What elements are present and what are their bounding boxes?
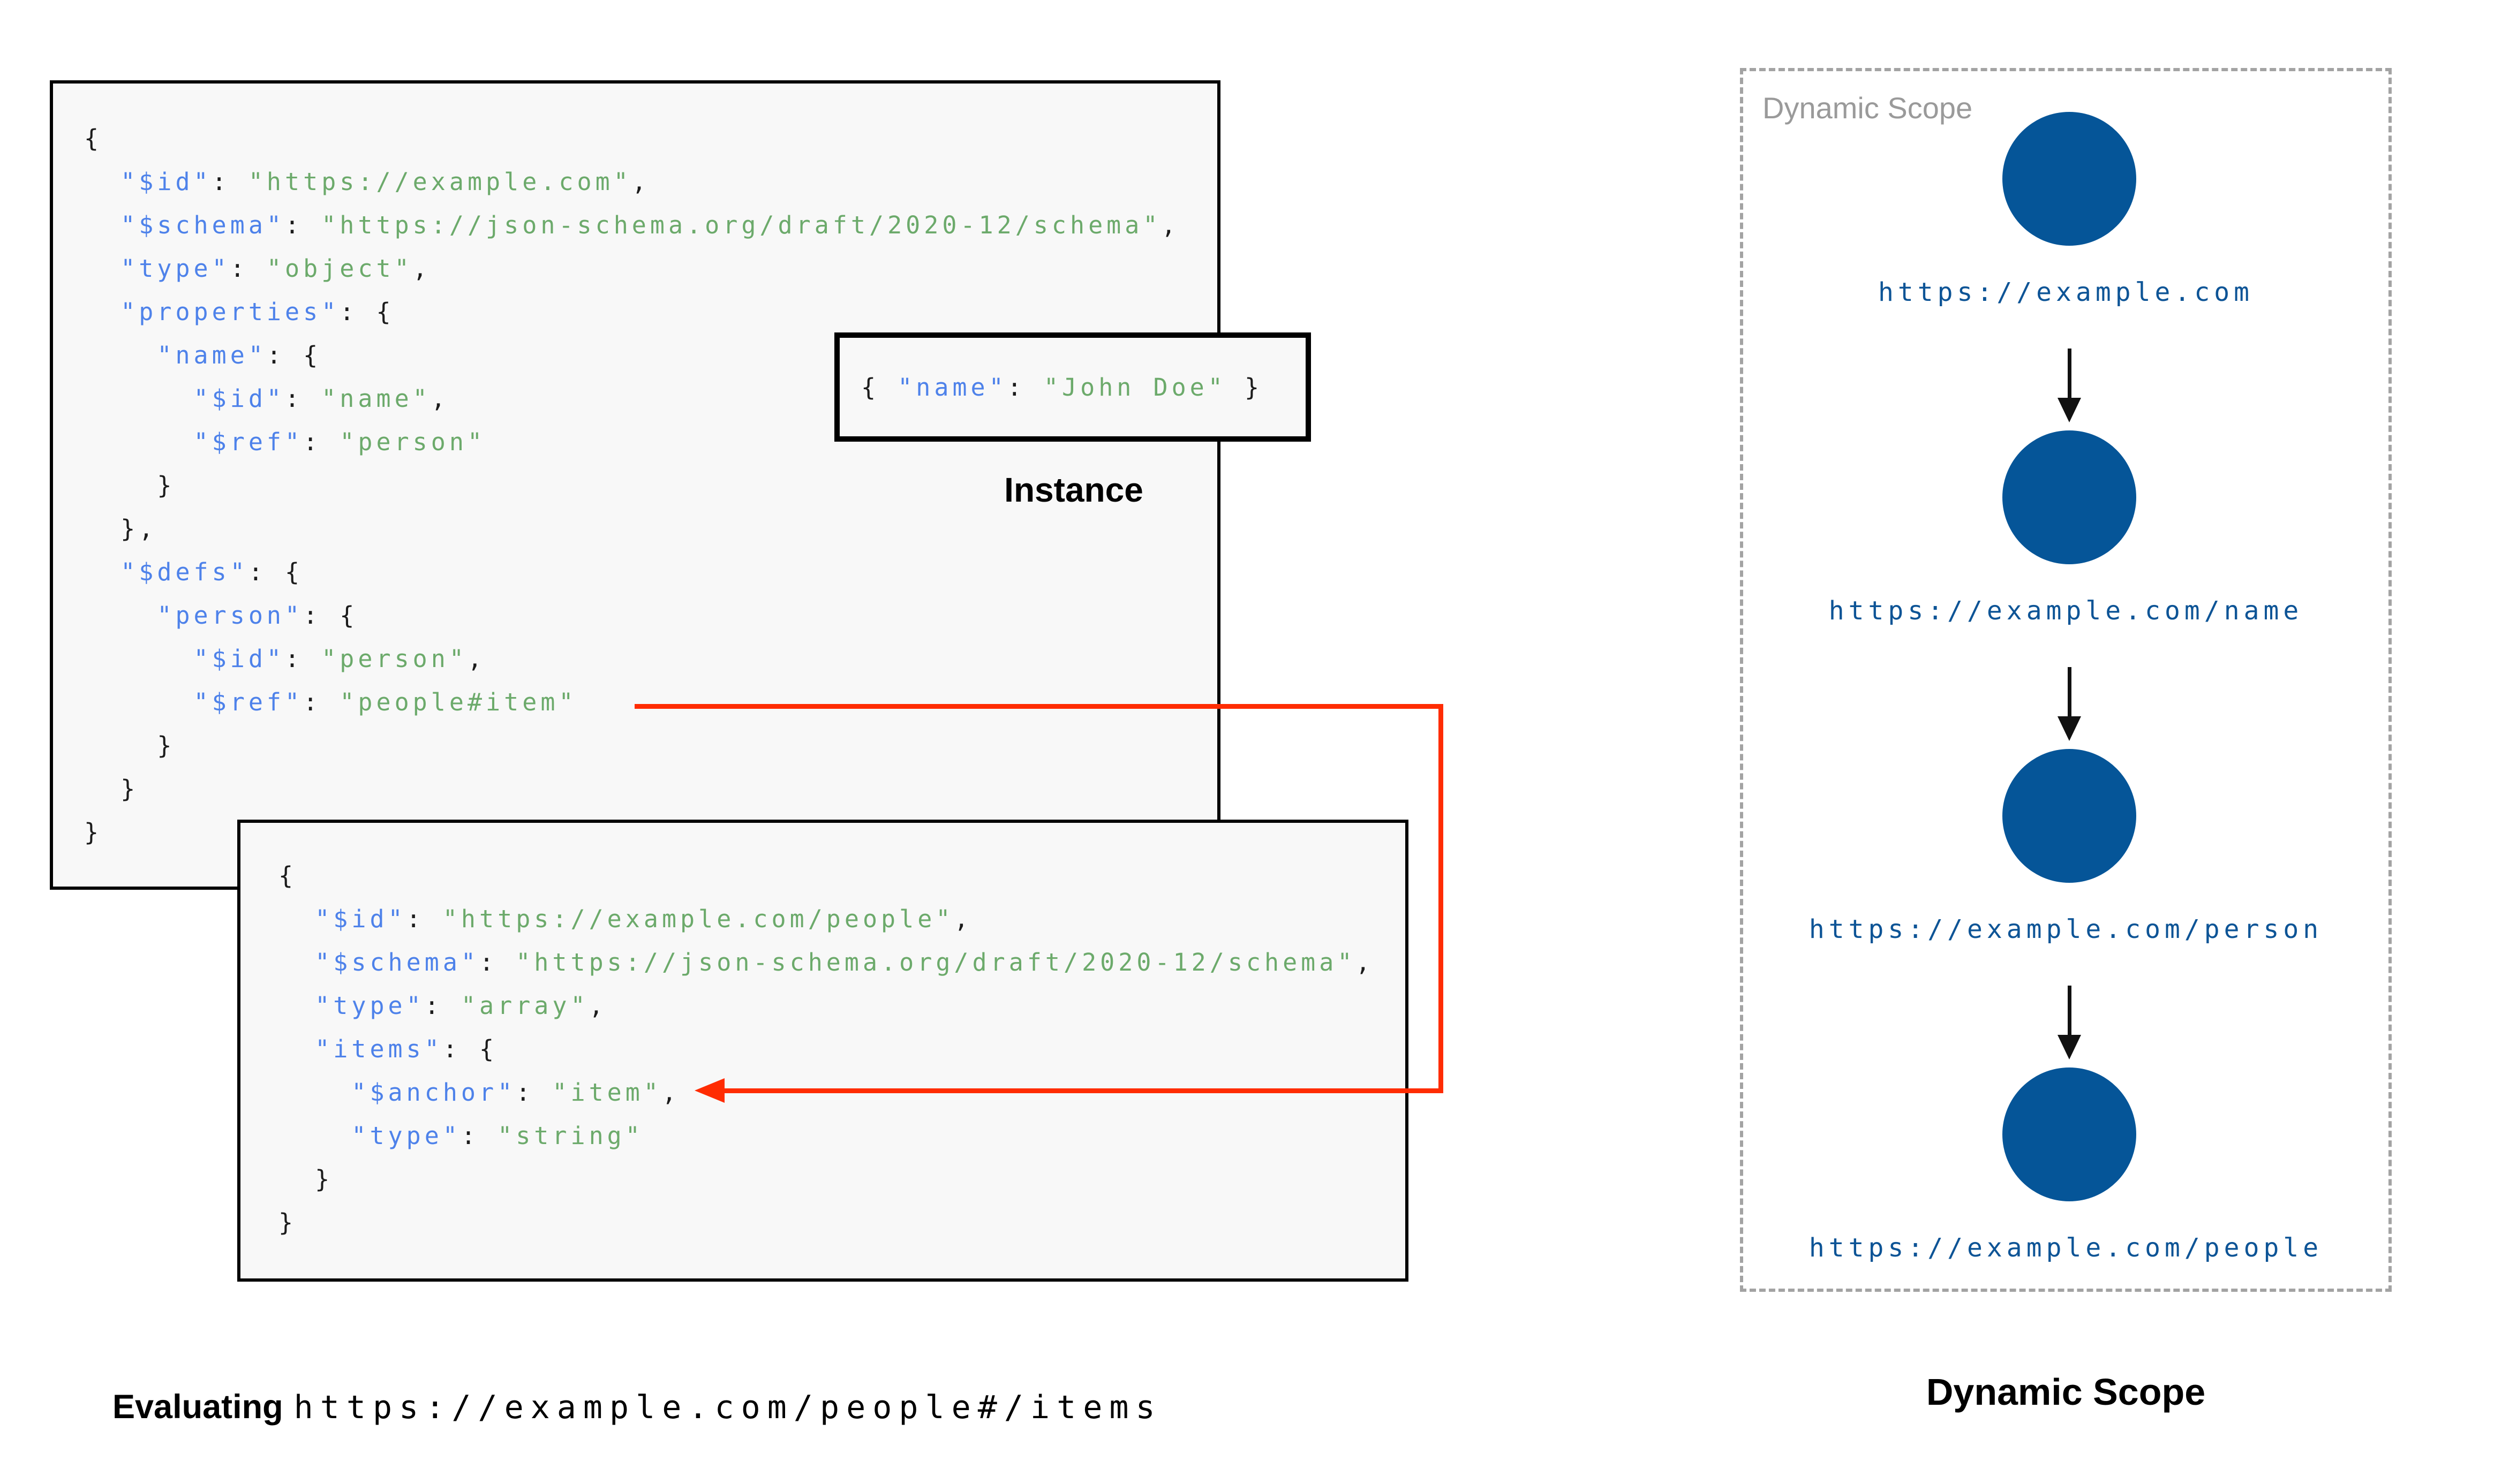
code-line: { "name": "John Doe" } — [861, 373, 1263, 402]
arrow-down-icon — [2058, 349, 2081, 422]
scope-node-circle-2 — [2002, 430, 2136, 564]
code-line: "$id": "https://example.com/people", — [315, 905, 973, 933]
code-line: "type": "string" — [351, 1122, 644, 1150]
scope-node-label-1: https://example.com — [1878, 277, 2254, 307]
code-line: } — [84, 775, 139, 803]
instance-box: { "name": "John Doe" } — [834, 332, 1311, 442]
code-line: { — [278, 861, 297, 890]
instance-label: Instance — [1004, 471, 1143, 509]
evaluating-caption-uri: https://example.com/people#/items — [293, 1389, 1162, 1426]
ref-connector-top-segment — [635, 704, 1443, 709]
scope-node-label-3: https://example.com/person — [1808, 914, 2323, 944]
ref-connector-vertical-segment — [1438, 704, 1443, 1093]
ref-arrowhead-icon — [695, 1078, 725, 1103]
arrow-shaft — [2067, 986, 2071, 1035]
code-line: "$id": "name", — [193, 384, 449, 413]
instance-code: { "name": "John Doe" } — [861, 366, 1263, 409]
code-line: } — [278, 1165, 334, 1193]
arrow-head — [2058, 1035, 2081, 1059]
schema-box-people: { "$id": "https://example.com/people", "… — [237, 820, 1408, 1282]
code-line: "$schema": "https://json-schema.org/draf… — [120, 211, 1180, 239]
scope-node-circle-3 — [2002, 749, 2136, 883]
scope-node-label-2: https://example.com/name — [1828, 596, 2303, 626]
code-line: "person": { — [157, 601, 358, 630]
code-line: "$schema": "https://json-schema.org/draf… — [315, 948, 1374, 976]
code-line: "$id": "https://example.com", — [120, 168, 650, 196]
dynamic-scope-panel: Dynamic Scope https://example.com https:… — [1740, 68, 2392, 1292]
arrow-shaft — [2067, 349, 2071, 398]
code-line: "$anchor": "item", — [351, 1078, 681, 1107]
schema-people-code: { "$id": "https://example.com/people", "… — [240, 823, 1405, 1244]
arrow-head — [2058, 398, 2081, 422]
code-line: } — [84, 471, 176, 499]
evaluating-caption: Evaluating https://example.com/people#/i… — [112, 1388, 1162, 1426]
schema-box-main: { "$id": "https://example.com", "$schema… — [50, 80, 1220, 890]
code-line: }, — [84, 514, 157, 543]
code-line: "$id": "person", — [193, 645, 486, 673]
arrow-down-icon — [2058, 986, 2081, 1059]
ref-connector-bottom-segment — [723, 1088, 1443, 1093]
code-line: "$defs": { — [120, 558, 304, 586]
scope-node-circle-1 — [2002, 112, 2136, 246]
arrow-down-icon — [2058, 667, 2081, 741]
code-line: "type": "object", — [120, 254, 431, 283]
code-line: } — [278, 1208, 297, 1237]
code-line: "properties": { — [120, 298, 395, 326]
evaluating-caption-prefix: Evaluating — [112, 1388, 283, 1426]
code-line: { — [84, 124, 103, 153]
scope-node-label-4: https://example.com/people — [1808, 1233, 2323, 1263]
code-line: "$ref": "people#item" — [193, 688, 577, 716]
schema-main-code: { "$id": "https://example.com", "$schema… — [53, 84, 1217, 854]
code-line: } — [84, 818, 103, 846]
code-line: } — [84, 731, 176, 760]
dynamic-scope-panel-title: Dynamic Scope — [1762, 91, 1973, 125]
code-line: "$ref": "person" — [193, 428, 486, 456]
arrow-head — [2058, 716, 2081, 741]
scope-node-circle-4 — [2002, 1067, 2136, 1201]
code-line: "items": { — [315, 1035, 498, 1063]
arrow-shaft — [2067, 667, 2071, 716]
dynamic-scope-caption: Dynamic Scope — [1926, 1371, 2206, 1413]
code-line: "type": "array", — [315, 991, 607, 1020]
code-line: "name": { — [157, 341, 322, 369]
